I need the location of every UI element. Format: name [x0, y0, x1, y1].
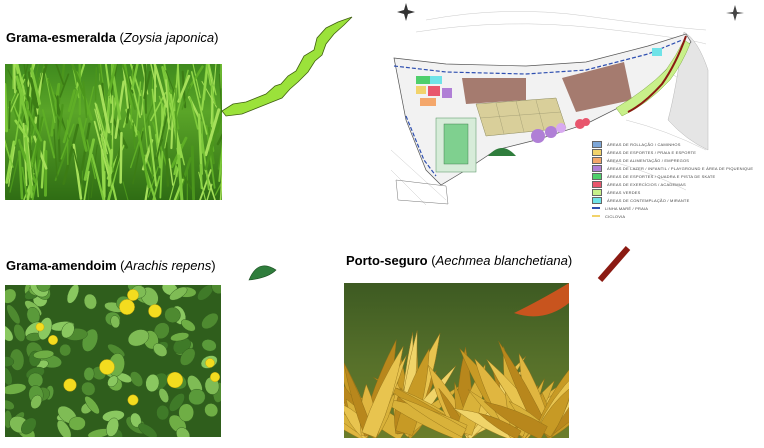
site-plan-map: ÁREAS DE ROLLAÇÃO / CAMINHOS ÁREAS DE ESP…: [386, 0, 753, 220]
dark-green-half-disc-icon: [246, 260, 280, 284]
legend-item: ÁREAS DE LAZER / INFANTIL / PLAYGROUND E…: [592, 164, 753, 172]
legend-item: ÁREAS DE ESPORTES / QUADRA E PISTA DE SK…: [592, 172, 715, 180]
scientific-name: Aechmea blanchetiana: [435, 253, 568, 268]
caption-aechmea: Porto-seguro (Aechmea blanchetiana): [346, 253, 573, 268]
arachis-plant-photo: [5, 285, 221, 437]
site-plan-legend: ÁREAS DE ROLLAÇÃO / CAMINHOS ÁREAS DE ESP…: [592, 140, 753, 220]
scientific-name: Zoysia japonica: [123, 30, 215, 45]
caption-zoysia: Grama-esmeralda (Zoysia japonica): [6, 30, 219, 45]
common-name: Porto-seguro: [346, 253, 428, 268]
legend-swatch: [592, 196, 602, 204]
common-name: Grama-amendoim: [6, 258, 117, 273]
legend-item: ÁREAS VERDES: [592, 188, 641, 196]
legend-item: LINHA MARÉ / PRAIA: [592, 204, 648, 212]
legend-item: CICLOVIA: [592, 212, 625, 220]
legend-swatch: [592, 188, 602, 196]
legend-item: ÁREAS DE EXERCÍCIOS / ACADEMIAS: [592, 180, 686, 188]
legend-swatch: [592, 215, 600, 217]
zoysia-grass-photo: [5, 64, 222, 200]
north-arrow-icon: [397, 3, 415, 21]
legend-swatch: [592, 207, 600, 209]
legend-label: CICLOVIA: [605, 213, 626, 219]
legend-item: ÁREAS DE ROLLAÇÃO / CAMINHOS: [592, 140, 681, 148]
legend-label: ÁREAS VERDES: [607, 189, 641, 195]
legend-label: ÁREAS DE ESPORTES / PRAIA E ESPORTE: [607, 149, 697, 155]
legend-item: ÁREAS DE ESPORTES / PRAIA E ESPORTE: [592, 148, 696, 156]
legend-swatch: [592, 180, 602, 188]
legend-label: ÁREAS DE ESPORTES / QUADRA E PISTA DE SK…: [607, 173, 716, 179]
legend-label: ÁREAS DE ROLLAÇÃO / CAMINHOS: [607, 141, 681, 147]
legend-label: ÁREAS DE CONTEMPLAÇÃO / MIRANTE: [607, 197, 690, 203]
legend-label: ÁREAS DE EXERCÍCIOS / ACADEMIAS: [607, 181, 686, 187]
legend-swatch: [592, 156, 602, 164]
caption-arachis: Grama-amendoim (Arachis repens): [6, 258, 216, 273]
legend-swatch: [592, 148, 602, 156]
legend-label: LINHA MARÉ / PRAIA: [605, 205, 649, 211]
legend-label: ÁREAS DE LAZER / INFANTIL / PLAYGROUND E…: [607, 165, 754, 171]
legend-swatch: [592, 164, 602, 172]
legend-label: ÁREAS DE ALIMENTAÇÃO / EMPREGOS: [607, 157, 690, 163]
scientific-name: Arachis repens: [124, 258, 212, 273]
legend-item: ÁREAS DE CONTEMPLAÇÃO / MIRANTE: [592, 196, 689, 204]
compass-rose-icon: [724, 2, 746, 24]
legend-item: ÁREAS DE ALIMENTAÇÃO / EMPREGOS: [592, 156, 689, 164]
common-name: Grama-esmeralda: [6, 30, 116, 45]
legend-swatch: [592, 140, 602, 148]
legend-swatch: [592, 172, 602, 180]
light-green-strip-icon: [218, 14, 358, 120]
dark-red-line-icon: [594, 244, 634, 286]
aechmea-plant-photo: [344, 283, 569, 438]
